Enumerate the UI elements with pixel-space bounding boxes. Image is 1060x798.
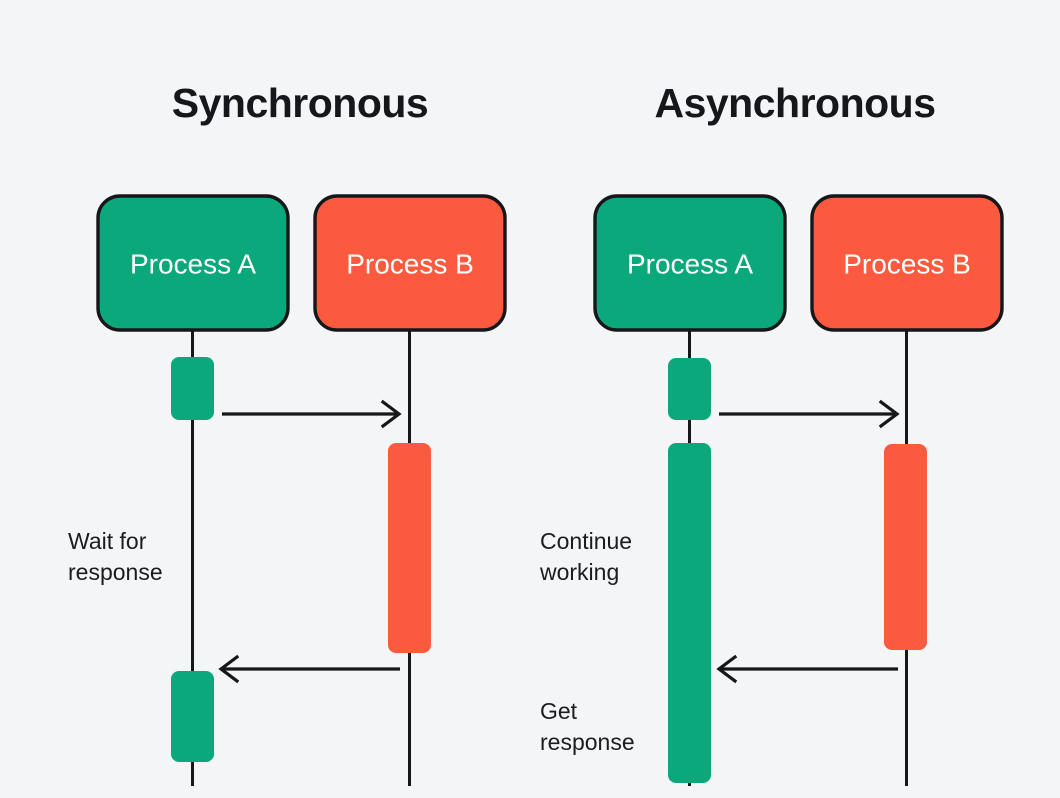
- activation-sync-a-send: [171, 357, 214, 420]
- note-sync-wait: Wait for response: [68, 528, 163, 585]
- note-line: response: [540, 729, 635, 755]
- note-line: Wait for: [68, 528, 147, 554]
- activation-async-a-continue: [668, 443, 711, 783]
- note-async-continue: Continue working: [539, 528, 632, 585]
- message-async-response: [716, 654, 898, 684]
- diagram-synchronous: Process A Process B Wait for response: [68, 194, 507, 786]
- arrowhead-left-icon: [218, 654, 240, 684]
- arrowhead-left-icon: [716, 654, 738, 684]
- participant-sync-process-b: Process B: [313, 194, 507, 332]
- participant-box: [593, 194, 787, 332]
- participant-label: Process B: [346, 248, 474, 279]
- arrowhead-right-icon: [878, 399, 900, 429]
- diagram-asynchronous: Process A Process B Continue working: [539, 194, 1004, 786]
- participant-box: [313, 194, 507, 332]
- message-sync-request: [222, 399, 402, 429]
- participant-label: Process A: [130, 248, 256, 279]
- participant-async-process-b: Process B: [810, 194, 1004, 332]
- note-async-get: Get response: [540, 698, 635, 755]
- message-sync-response: [218, 654, 400, 684]
- participant-async-process-a: Process A: [593, 194, 787, 332]
- participant-label: Process A: [627, 248, 753, 279]
- participant-sync-process-a: Process A: [96, 194, 290, 332]
- arrowhead-right-icon: [380, 399, 402, 429]
- diagram-title-asynchronous: Asynchronous: [654, 80, 936, 126]
- activation-async-b-work: [884, 444, 927, 650]
- participant-box: [810, 194, 1004, 332]
- activation-sync-b-work: [388, 443, 431, 653]
- note-line: Get: [540, 698, 578, 724]
- note-line: working: [539, 559, 619, 585]
- participant-label: Process B: [843, 248, 971, 279]
- activation-sync-a-receive: [171, 671, 214, 762]
- activation-async-a-send: [668, 358, 711, 420]
- message-async-request: [719, 399, 900, 429]
- participant-box: [96, 194, 290, 332]
- note-line: Continue: [540, 528, 632, 554]
- note-line: response: [68, 559, 163, 585]
- diagram-title-synchronous: Synchronous: [171, 80, 429, 126]
